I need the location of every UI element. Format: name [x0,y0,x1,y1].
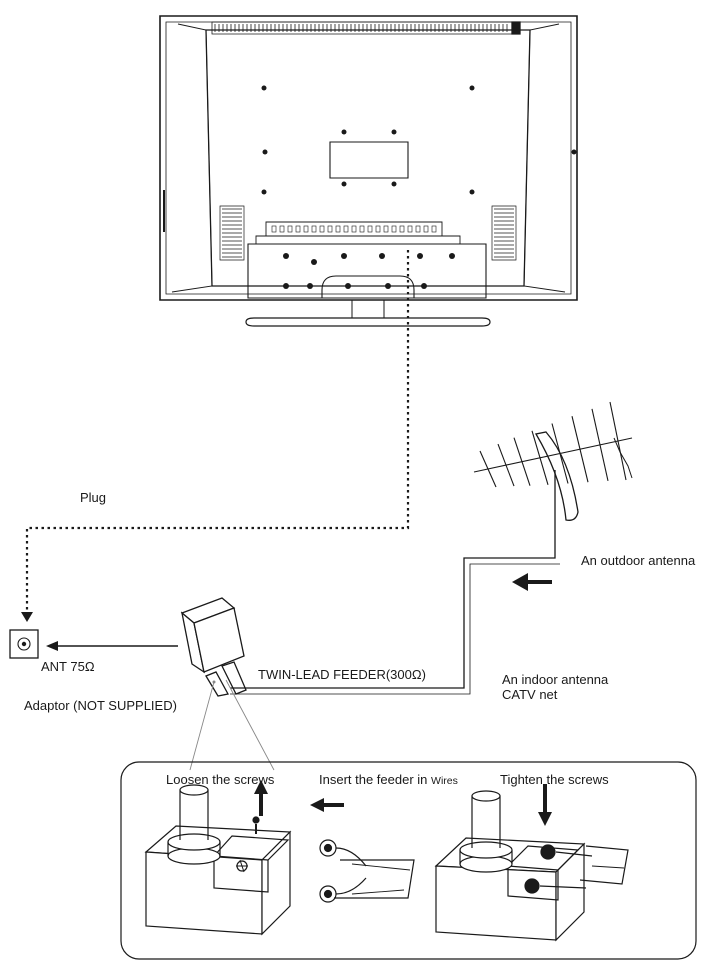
insert-step-label: Insert the feeder in Wires [319,773,458,787]
plug-label: Plug [80,490,107,505]
tv-side-vent-right [491,205,517,261]
tv-rear-panel [159,15,578,327]
outdoor-antenna [473,431,633,521]
adaptor-label: Adaptor (NOT SUPPLIED) [24,698,177,713]
plug-cable-dotted [25,250,410,612]
plug-arrowhead [21,612,33,622]
adaptor-box [180,597,247,697]
callout-lines [189,679,275,771]
wires-step-text: Wires [431,775,458,787]
feeder-label: TWIN-LEAD FEEDER(300Ω) [258,667,426,682]
ant-socket-label: ANT 75Ω [41,659,95,674]
outdoor-antenna-label: An outdoor antenna [581,553,696,568]
catv-label: CATV net [502,687,558,702]
tighten-screws-illustration [434,790,629,942]
tighten-step-label: Tighten the screws [500,772,609,787]
tv-detail-marks [214,24,577,289]
detail-panel [120,761,697,960]
insert-step-text: Insert the feeder in [319,772,428,787]
tv-side-vent-left [219,205,245,261]
feeder-wires-illustration [319,839,415,903]
ant-socket [9,629,39,659]
indoor-antenna-label: An indoor antenna [502,672,609,687]
loosen-step-label: Loosen the screws [166,772,275,787]
twin-lead-feeder [230,470,556,689]
tv-top-vent [211,21,521,35]
antenna-elements [479,401,627,488]
loosen-screws-illustration [144,784,292,936]
